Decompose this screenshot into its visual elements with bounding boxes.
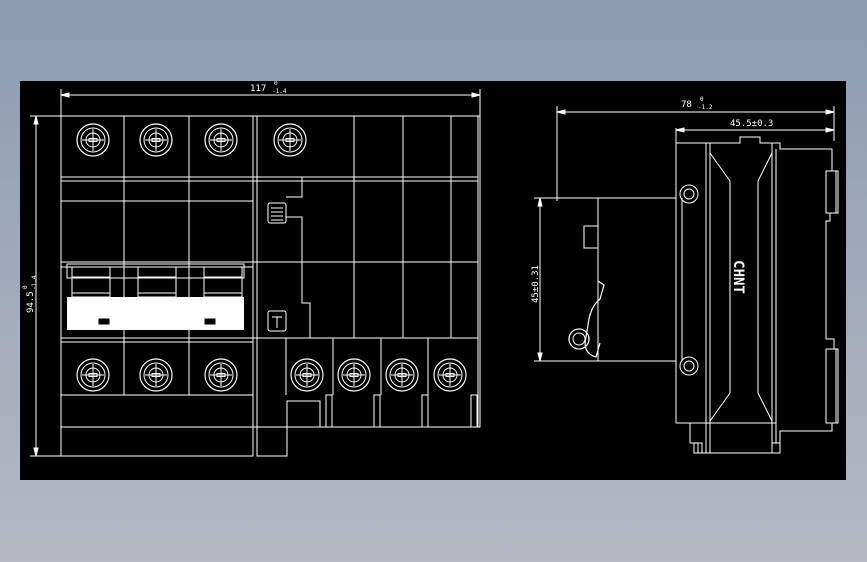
top-dim-label: 45.5±0.3 [730,119,773,129]
rcd-indicator [267,310,287,332]
depth-dim-tol-upper: 0 [700,96,704,103]
side-screws [679,184,699,376]
side-depth-dimension: 78 0 -1.2 [556,96,835,201]
front-body [60,115,481,457]
height-dim-tol-upper: 0 [22,285,29,289]
side-body-profile [568,136,839,454]
bottom-terminal-screws [76,358,467,392]
side-top-dimension: 45.5±0.3 [675,119,835,143]
side-view: 78 0 -1.2 45.5±0.3 45±0.31 [531,96,839,454]
handle-tie-bar [67,297,244,330]
front-view: 117 0 -1.4 94.5 0 -1.4 [22,80,481,457]
width-dim-tol-lower: -1.4 [272,88,287,95]
rcd-test-button [267,202,287,224]
width-dim-tol-upper: 0 [274,81,278,87]
height-dim-tol-lower: -1.4 [31,275,38,290]
depth-dim-tol-lower: -1.2 [698,104,713,111]
front-width-dimension: 117 0 -1.4 [60,80,481,117]
brand-label: CHNT [730,260,746,294]
width-dim-value: 117 [250,84,266,94]
cad-drawing-canvas: 117 0 -1.4 94.5 0 -1.4 [20,80,846,480]
front-height-dimension: 94.5 0 -1.4 [22,115,62,457]
height-dim-value: 94.5 [26,291,36,313]
depth-dim-value: 78 [681,100,692,110]
toggle-handle-assembly [66,263,245,330]
cad-drawing: 117 0 -1.4 94.5 0 -1.4 [22,80,839,457]
side-height-label: 45±0.31 [531,265,541,303]
top-terminal-screws [76,123,307,157]
side-height-dimension: 45±0.31 [531,197,600,362]
